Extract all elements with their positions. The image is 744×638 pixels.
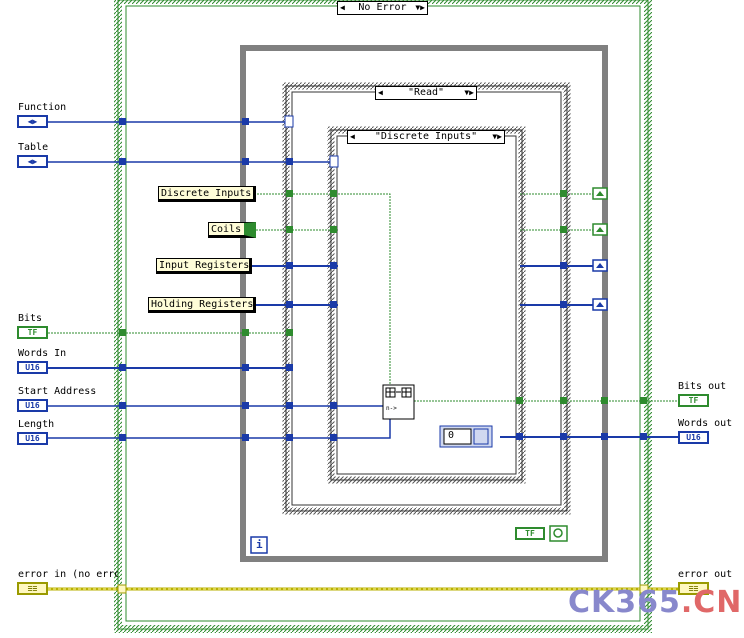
length-label: Length: [18, 419, 55, 430]
watermark-logo: CK365.CN: [568, 587, 742, 619]
start-address-label: Start Address: [18, 386, 97, 397]
array-constant[interactable]: [439, 425, 493, 448]
watermark-cn: .CN: [680, 585, 743, 620]
shift-registers[interactable]: [592, 187, 608, 311]
coils-constant[interactable]: Coils: [208, 222, 256, 238]
function-terminal[interactable]: ◀▶: [17, 115, 48, 128]
words-in-label: Words In: [18, 348, 67, 359]
inner-case-structure[interactable]: [327, 126, 526, 484]
replace-array-subset-node[interactable]: n->: [382, 384, 415, 420]
bits-label: Bits: [18, 313, 43, 324]
length-wire[interactable]: [48, 418, 391, 439]
bits-out-label: Bits out: [678, 381, 727, 392]
words-in-terminal[interactable]: U16: [17, 361, 48, 374]
dropdown-arrow-icon[interactable]: ▼▶: [464, 88, 474, 97]
iteration-terminal: [250, 536, 268, 554]
length-terminal[interactable]: U16: [17, 432, 48, 445]
table-label: Table: [18, 142, 49, 153]
bits-out-terminal[interactable]: TF: [678, 394, 709, 407]
holding-registers-constant[interactable]: Holding Registers: [148, 297, 256, 313]
inner-case-label: "Discrete Inputs": [374, 131, 478, 142]
dropdown-arrow-icon[interactable]: ▼▶: [492, 132, 502, 141]
inner-case-selector[interactable]: ◀ "Discrete Inputs" ▼▶: [347, 130, 505, 144]
tunnels: [117, 118, 649, 594]
words-out-label: Words out: [678, 418, 733, 429]
outer-case-structure[interactable]: [114, 0, 652, 633]
outer-case-selector[interactable]: ◀ No Error ▼▶: [337, 1, 428, 15]
dropdown-arrow-icon[interactable]: ▼▶: [415, 3, 425, 12]
start-address-terminal[interactable]: U16: [17, 399, 48, 412]
middle-case-label: "Read": [407, 87, 445, 98]
decrement-arrow-icon[interactable]: ◀: [340, 3, 345, 12]
decrement-arrow-icon[interactable]: ◀: [378, 88, 383, 97]
error-in-label: error in (no erro: [18, 569, 118, 580]
error-in-terminal[interactable]: ≡≡: [17, 582, 48, 595]
watermark-ck365: CK365: [568, 585, 681, 620]
input-registers-constant[interactable]: Input Registers: [156, 258, 252, 274]
loop-stop-terminal[interactable]: [549, 525, 568, 542]
error-out-terminal[interactable]: ≡≡: [678, 582, 709, 595]
outer-case-label: No Error: [358, 2, 407, 13]
discrete-inputs-wire[interactable]: [254, 193, 595, 393]
bits-terminal[interactable]: TF: [17, 326, 48, 339]
iteration-icon: i: [256, 538, 263, 551]
table-terminal[interactable]: ◀▶: [17, 155, 48, 168]
case-selector-terminals: [284, 115, 339, 168]
middle-case-selector[interactable]: ◀ "Read" ▼▶: [375, 86, 477, 100]
bool-constant[interactable]: TF: [515, 527, 545, 540]
svg-text:n->: n->: [386, 405, 397, 412]
decrement-arrow-icon[interactable]: ◀: [350, 132, 355, 141]
numeric-constant[interactable]: 0: [448, 430, 455, 441]
words-out-terminal[interactable]: U16: [678, 431, 709, 444]
discrete-inputs-constant[interactable]: Discrete Inputs: [158, 186, 256, 202]
error-out-label: error out: [678, 569, 733, 580]
function-label: Function: [18, 102, 67, 113]
